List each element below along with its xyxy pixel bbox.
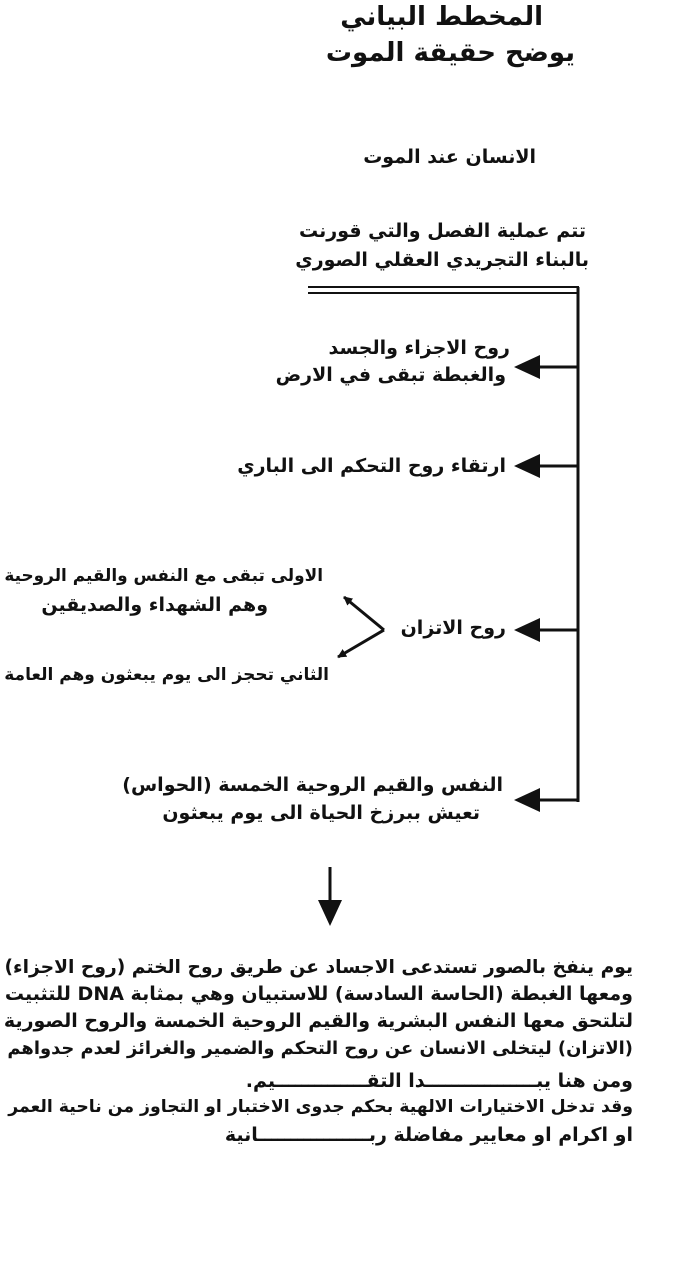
branch1-line-1: روح الاجزاء والجسد (328, 337, 510, 359)
intro-line-2: بالبناء التجريدي العقلي الصوري (295, 249, 589, 271)
sub1-line-2: وهم الشهداء والصديقين (41, 594, 268, 616)
paragraph-line: وقد تدخل الاختيارات الالهية بحكم جدوى ال… (8, 1097, 633, 1117)
branch1-line-2: والغبطة تبقى في الارض (275, 364, 506, 386)
branch2-line-1: ارتقاء روح التحكم الى الباري (237, 455, 506, 477)
intro-line-1: تتم عملية الفصل والتي قورنت (299, 220, 586, 242)
split-upper-line (343, 595, 385, 632)
branch3-arrow-icon (514, 618, 540, 642)
branch3-line-1: روح الاتزان (400, 617, 506, 639)
sub2-line-1: الثاني تحجز الى يوم يبعثون وهم العامة (4, 665, 329, 685)
paragraph-line: يوم ينفخ بالصور تستدعى الاجساد عن طريق ر… (4, 957, 633, 978)
title-line-2: يوضح حقيقة الموت (325, 38, 575, 68)
paragraph-line: او اكرام او معايير مفاضلة ربــــــــــــ… (224, 1124, 633, 1146)
branch4-line-2: تعيش ببرزخ الحياة الى يوم يبعثون (162, 802, 480, 824)
paragraph-line: ومن هنا يبـــــــــــــــــدا التقــــــ… (245, 1070, 633, 1092)
split-lower-line (337, 628, 385, 659)
paragraph-line: ومعها الغبطة (الحاسة السادسة) للاستبيان … (4, 983, 633, 1005)
branch4-arrow-icon (514, 788, 540, 812)
diagram-heading: الانسان عند الموت (363, 146, 536, 168)
title-line-1: المخطط البياني (340, 2, 543, 32)
branch4-line-1: النفس والقيم الروحية الخمسة (الحواس) (122, 774, 503, 796)
down-arrow-icon (318, 900, 342, 926)
paragraph-line: (الاتزان) ليتخلى الانسان عن روح التحكم و… (7, 1038, 633, 1059)
branch1-arrow-icon (514, 355, 540, 379)
paragraph-line: لتلتحق معها النفس البشرية والقيم الروحية… (3, 1010, 633, 1032)
branch2-arrow-icon (514, 454, 540, 478)
sub1-line-1: الاولى تبقى مع النفس والقيم الروحية (4, 565, 323, 585)
